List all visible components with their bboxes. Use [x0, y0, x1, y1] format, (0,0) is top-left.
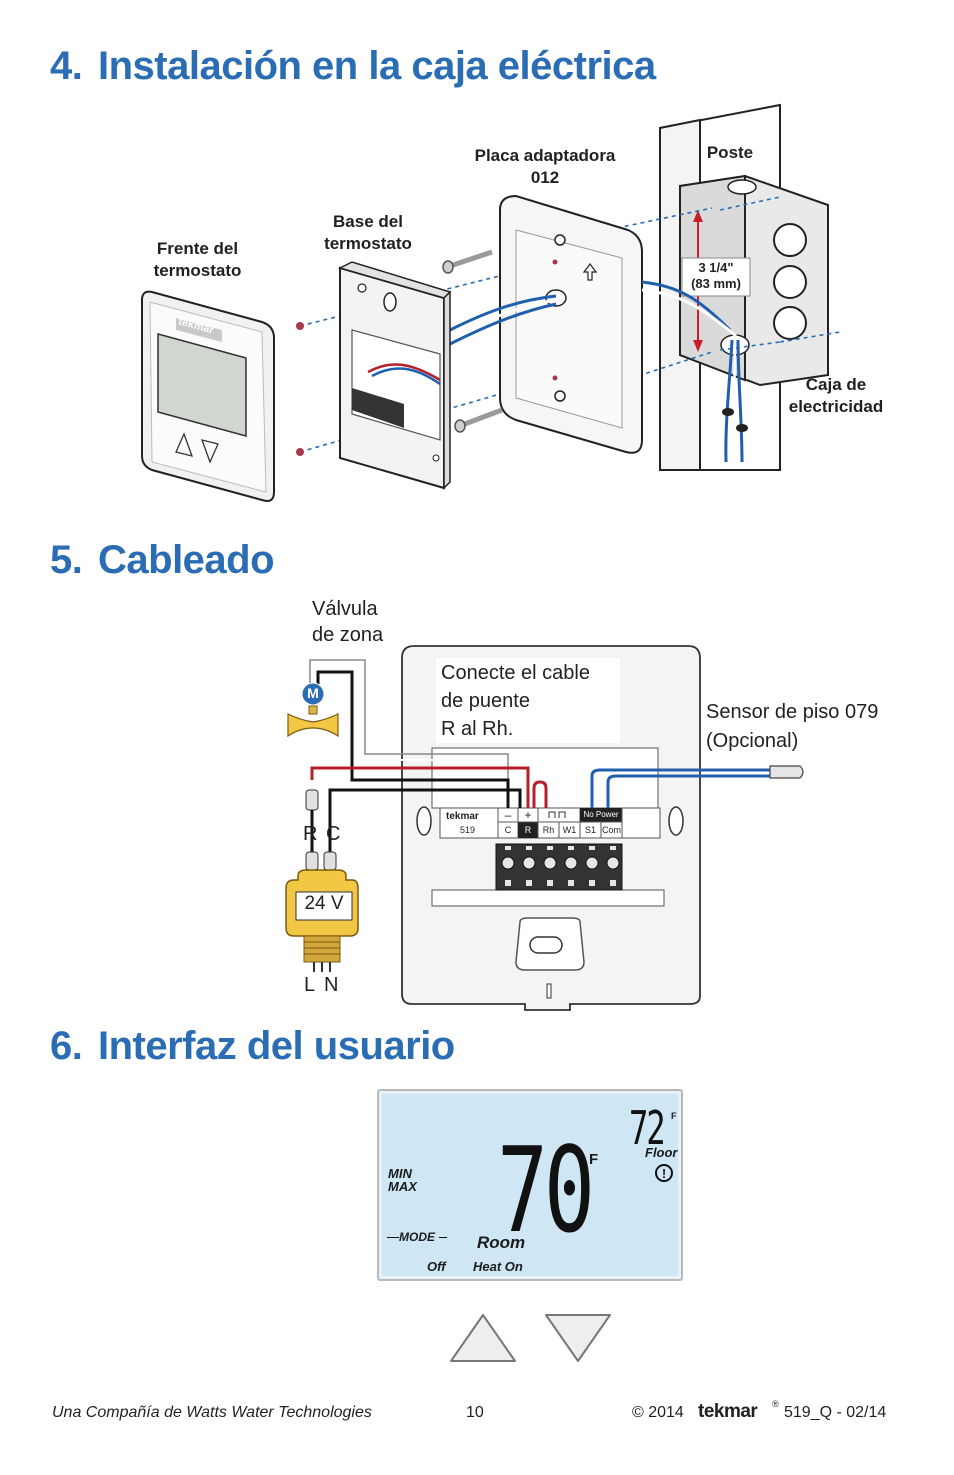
lcd-display: 70 F 72 F Floor ! MIN MAX MODE Room Off …: [377, 1089, 683, 1281]
dimension-label: 3 1/4" (83 mm): [682, 260, 750, 292]
terminal-plus: +: [524, 808, 532, 822]
box-label-line: Caja de: [805, 375, 867, 394]
small-temperature: 72: [629, 1101, 666, 1155]
box-label: Caja de electricidad: [770, 374, 902, 418]
sensor-label-line: (Opcional): [706, 730, 799, 752]
valve-label-line: de zona: [312, 624, 384, 646]
c-wire-label: C: [326, 823, 341, 845]
registered-icon: ®: [772, 1399, 779, 1409]
footer-doc-code: 519_Q - 02/14: [784, 1404, 887, 1421]
wiring-diagram: Válvula de zona Conecte el cable de puen…: [285, 596, 878, 1011]
footer-copyright: © 2014: [632, 1404, 684, 1421]
transformer-label: 24 V: [304, 893, 344, 914]
valve-label: Válvula de zona: [312, 596, 383, 648]
footer-brand-logo: tekmar: [698, 1401, 758, 1422]
section-number: 5.: [50, 538, 83, 582]
section-title-text: Cableado: [98, 538, 275, 582]
up-arrow-icon: [450, 1314, 516, 1362]
valve-label-line: Válvula: [312, 598, 378, 620]
terminal-c: C: [504, 825, 512, 835]
jumper-note-line: de puente: [441, 690, 530, 712]
alert-icon: !: [655, 1164, 673, 1182]
heat-on-label: Heat On: [473, 1259, 523, 1274]
install-diagram: tekmar Frente del termostato Base del te…: [0, 0, 954, 520]
mode-label: MODE: [399, 1230, 435, 1244]
section-title-text: Interfaz del usuario: [98, 1024, 455, 1068]
section-title-text: Instalación en la caja eléctrica: [98, 44, 656, 88]
section-number: 6.: [50, 1024, 83, 1068]
adapter-label-line: Placa adaptadora: [474, 146, 616, 165]
terminal-s1: S1: [584, 825, 596, 835]
section-title-wiring: 5. Cableado: [50, 538, 275, 583]
section-title-install: 4. Instalación en la caja eléctrica: [50, 44, 656, 89]
jumper-note: Conecte el cable de puente R al Rh.: [441, 659, 590, 743]
valve-motor-letter: M: [307, 685, 319, 701]
room-label: Room: [477, 1233, 526, 1252]
adapter-label-line: 012: [530, 168, 560, 187]
base-label: Base del termostato: [303, 211, 433, 255]
front-label: Frente del termostato: [130, 238, 265, 282]
terminal-no-power: No Power: [583, 810, 619, 819]
terminal-com: Com: [601, 825, 621, 835]
small-unit: F: [671, 1111, 677, 1121]
main-temperature: 70: [497, 1121, 595, 1259]
up-button[interactable]: [448, 1312, 518, 1364]
main-unit: F: [589, 1151, 599, 1168]
terminal-r: R: [524, 825, 532, 835]
floor-label: Floor: [645, 1145, 678, 1160]
adapter-label: Placa adaptadora 012: [455, 145, 635, 189]
down-button[interactable]: [543, 1312, 613, 1364]
terminal-rh: Rh: [542, 825, 555, 835]
footer-company: Una Compañía de Watts Water Technologies: [52, 1404, 372, 1421]
post-label: Poste: [706, 143, 754, 162]
sensor-label-line: Sensor de piso 079: [706, 701, 879, 723]
down-arrow-icon: [545, 1314, 611, 1362]
mode-dash-right: [439, 1237, 447, 1238]
box-label-line: electricidad: [788, 397, 884, 416]
terminal-w1: W1: [562, 825, 577, 835]
terminal-minus: –: [504, 808, 512, 822]
wiring-illustration: [285, 645, 804, 1011]
off-label: Off: [427, 1259, 446, 1274]
r-wire-label: R: [303, 823, 318, 845]
strip-brand: tekmar: [446, 811, 479, 822]
footer-page-number: 10: [466, 1404, 484, 1421]
dimension-line: 3 1/4": [698, 260, 734, 275]
jumper-note-line: R al Rh.: [441, 718, 514, 740]
n-wire-label: N: [324, 974, 339, 996]
sensor-label: Sensor de piso 079 (Opcional): [706, 698, 878, 756]
l-wire-label: L: [304, 974, 316, 996]
mode-dash-left: [387, 1237, 399, 1238]
dimension-line: (83 mm): [691, 276, 741, 291]
section-number: 4.: [50, 44, 83, 88]
section-title-ui: 6. Interfaz del usuario: [50, 1024, 455, 1069]
front-label-line: termostato: [153, 261, 242, 280]
install-illustration: [141, 103, 841, 502]
strip-model: 519: [460, 825, 476, 835]
min-label: MIN: [388, 1166, 412, 1181]
jumper-note-line: Conecte el cable: [441, 662, 590, 684]
base-label-line: Base del: [333, 212, 403, 231]
base-label-line: termostato: [324, 234, 412, 253]
max-label: MAX: [388, 1179, 417, 1194]
front-label-line: Frente del: [156, 239, 239, 258]
